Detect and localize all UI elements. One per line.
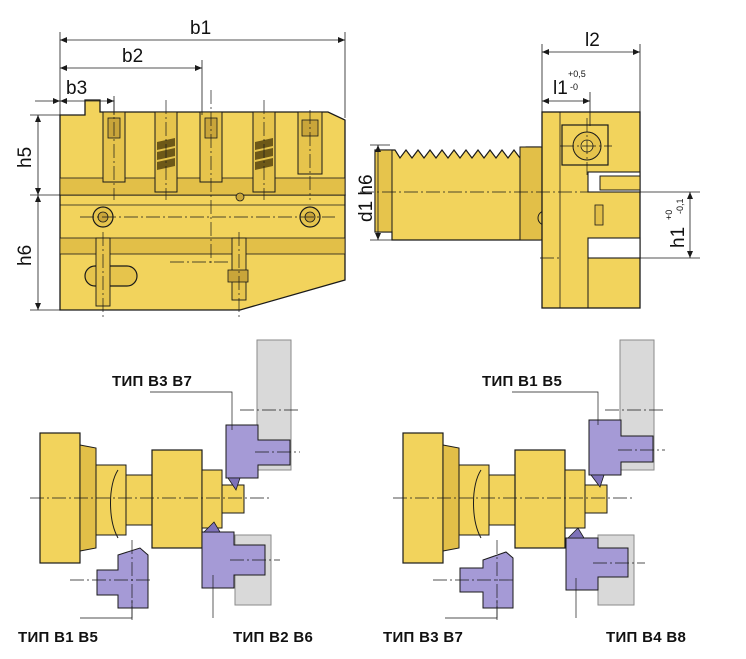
- tool-type-b1-b5: [96, 547, 149, 609]
- label-type-b2-b6: ТИП B2 B6: [233, 629, 313, 646]
- dim-h1: h1: [668, 227, 689, 248]
- setup-view-right: ТИП B1 B5 ТИП B3 B7 ТИП B4 B8: [383, 339, 686, 646]
- dim-l1: l1: [553, 78, 568, 99]
- label-type-b1-b5-top: ТИП B1 B5: [482, 373, 562, 390]
- dim-h1-tol-lower: -0,1: [675, 198, 685, 214]
- dim-h1-tol-upper: +0: [664, 210, 674, 220]
- label-type-b1-b5-bottom: ТИП B1 B5: [18, 629, 98, 646]
- dim-l1-tol-upper: +0,5: [568, 69, 586, 79]
- dim-h5: h5: [15, 147, 36, 168]
- dim-b1: b1: [190, 18, 211, 39]
- dim-d1-h6: d1 h6: [356, 174, 377, 222]
- label-type-b4-b8: ТИП B4 B8: [606, 629, 686, 646]
- label-type-b3-b7-top: ТИП B3 B7: [112, 373, 192, 390]
- dim-l1-tol-lower: -0: [570, 82, 578, 92]
- tool-type-b1-b5: [588, 419, 654, 488]
- setup-view-left: ТИП B3 B7 ТИП B1 B5 ТИП B2 B6: [18, 339, 313, 646]
- dim-b3: b3: [66, 78, 87, 99]
- label-type-b3-b7-bottom: ТИП B3 B7: [383, 629, 463, 646]
- adjustment-slot: [84, 265, 138, 287]
- dim-b2: b2: [122, 46, 143, 67]
- tool-type-b3-b7: [225, 424, 291, 491]
- dim-l2: l2: [585, 30, 600, 51]
- tool-type-b4-b8: [565, 527, 629, 591]
- tool-holder-front-view: b1 b2 b3 h5 h6: [15, 18, 346, 320]
- tool-holder-side-view: l2 l1 +0,5 -0 d1 h6 h1 +0 -0,1: [356, 30, 700, 309]
- dim-h6: h6: [15, 245, 36, 266]
